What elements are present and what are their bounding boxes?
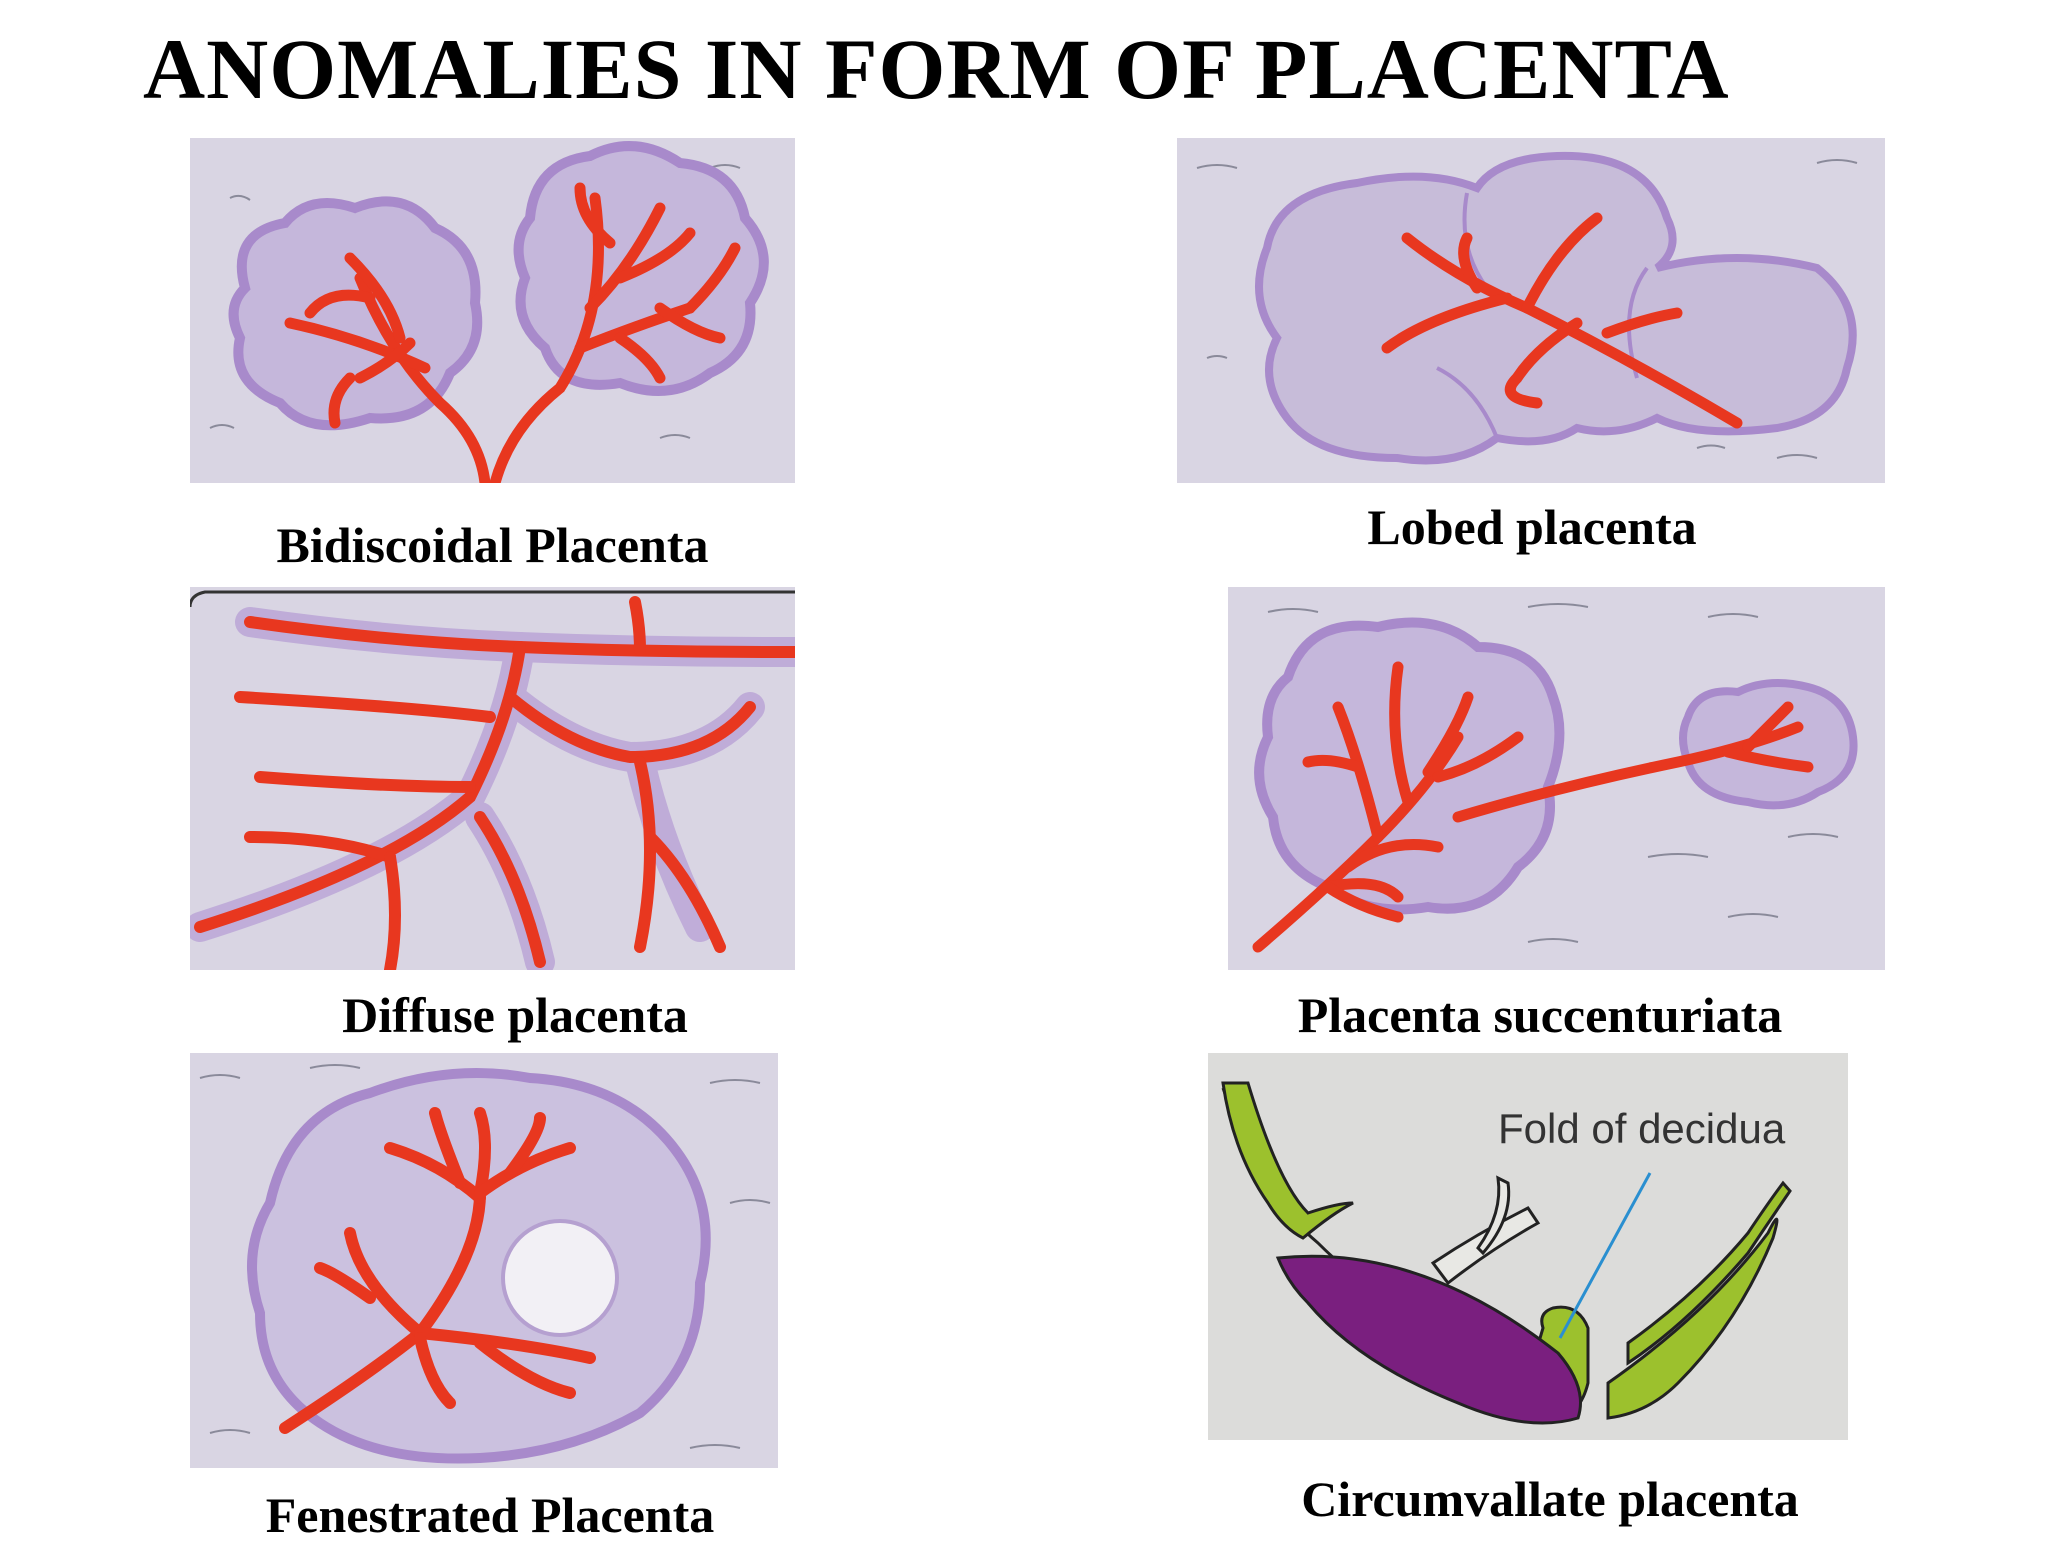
- vessels: [194, 596, 795, 970]
- circumvallate-illustration: Fold of decidua: [1208, 1053, 1848, 1440]
- vessels: [284, 182, 741, 483]
- diffuse-caption: Diffuse placenta: [342, 987, 688, 1043]
- lobed-illustration: [1177, 138, 1885, 483]
- succenturiata-placenta-image: [1228, 587, 1885, 970]
- vessels: [279, 1107, 596, 1434]
- fenestrated-caption: Fenestrated Placenta: [265, 1487, 715, 1543]
- succenturiata-caption: Placenta succenturiata: [1297, 987, 1783, 1043]
- pointer-line: [1558, 1172, 1652, 1339]
- fold-of-decidua-label: Fold of decidua: [1498, 1105, 1786, 1152]
- fenestrated-illustration: [190, 1053, 778, 1468]
- succenturiata-illustration: [1228, 587, 1885, 970]
- circumvallate-placenta-image: Fold of decidua: [1208, 1053, 1848, 1440]
- placenta-body: [1275, 1254, 1582, 1425]
- lobed-caption: Lobed placenta: [1367, 499, 1697, 555]
- lobes: [1255, 151, 1857, 465]
- circumvallate-caption: Circumvallate placenta: [1301, 1471, 1799, 1527]
- slide-title: ANOMALIES IN FORM OF PLACENTA: [143, 21, 1730, 117]
- bidiscoidal-illustration: [190, 138, 795, 483]
- fenestration-hole: [501, 1219, 619, 1337]
- left-disc: [228, 196, 483, 431]
- diffuse-illustration: [190, 587, 795, 970]
- vessels: [1252, 661, 1814, 953]
- vessels: [1381, 212, 1743, 429]
- main-lobe: [1254, 617, 1565, 915]
- diffuse-placenta-image: [190, 587, 795, 970]
- bidiscoidal-placenta-image: [190, 138, 795, 483]
- bidiscoidal-caption: Bidiscoidal Placenta: [276, 517, 709, 573]
- accessory-lobe: [1679, 679, 1858, 810]
- lobed-placenta-image: [1177, 138, 1885, 483]
- fenestrated-placenta-image: [190, 1053, 778, 1468]
